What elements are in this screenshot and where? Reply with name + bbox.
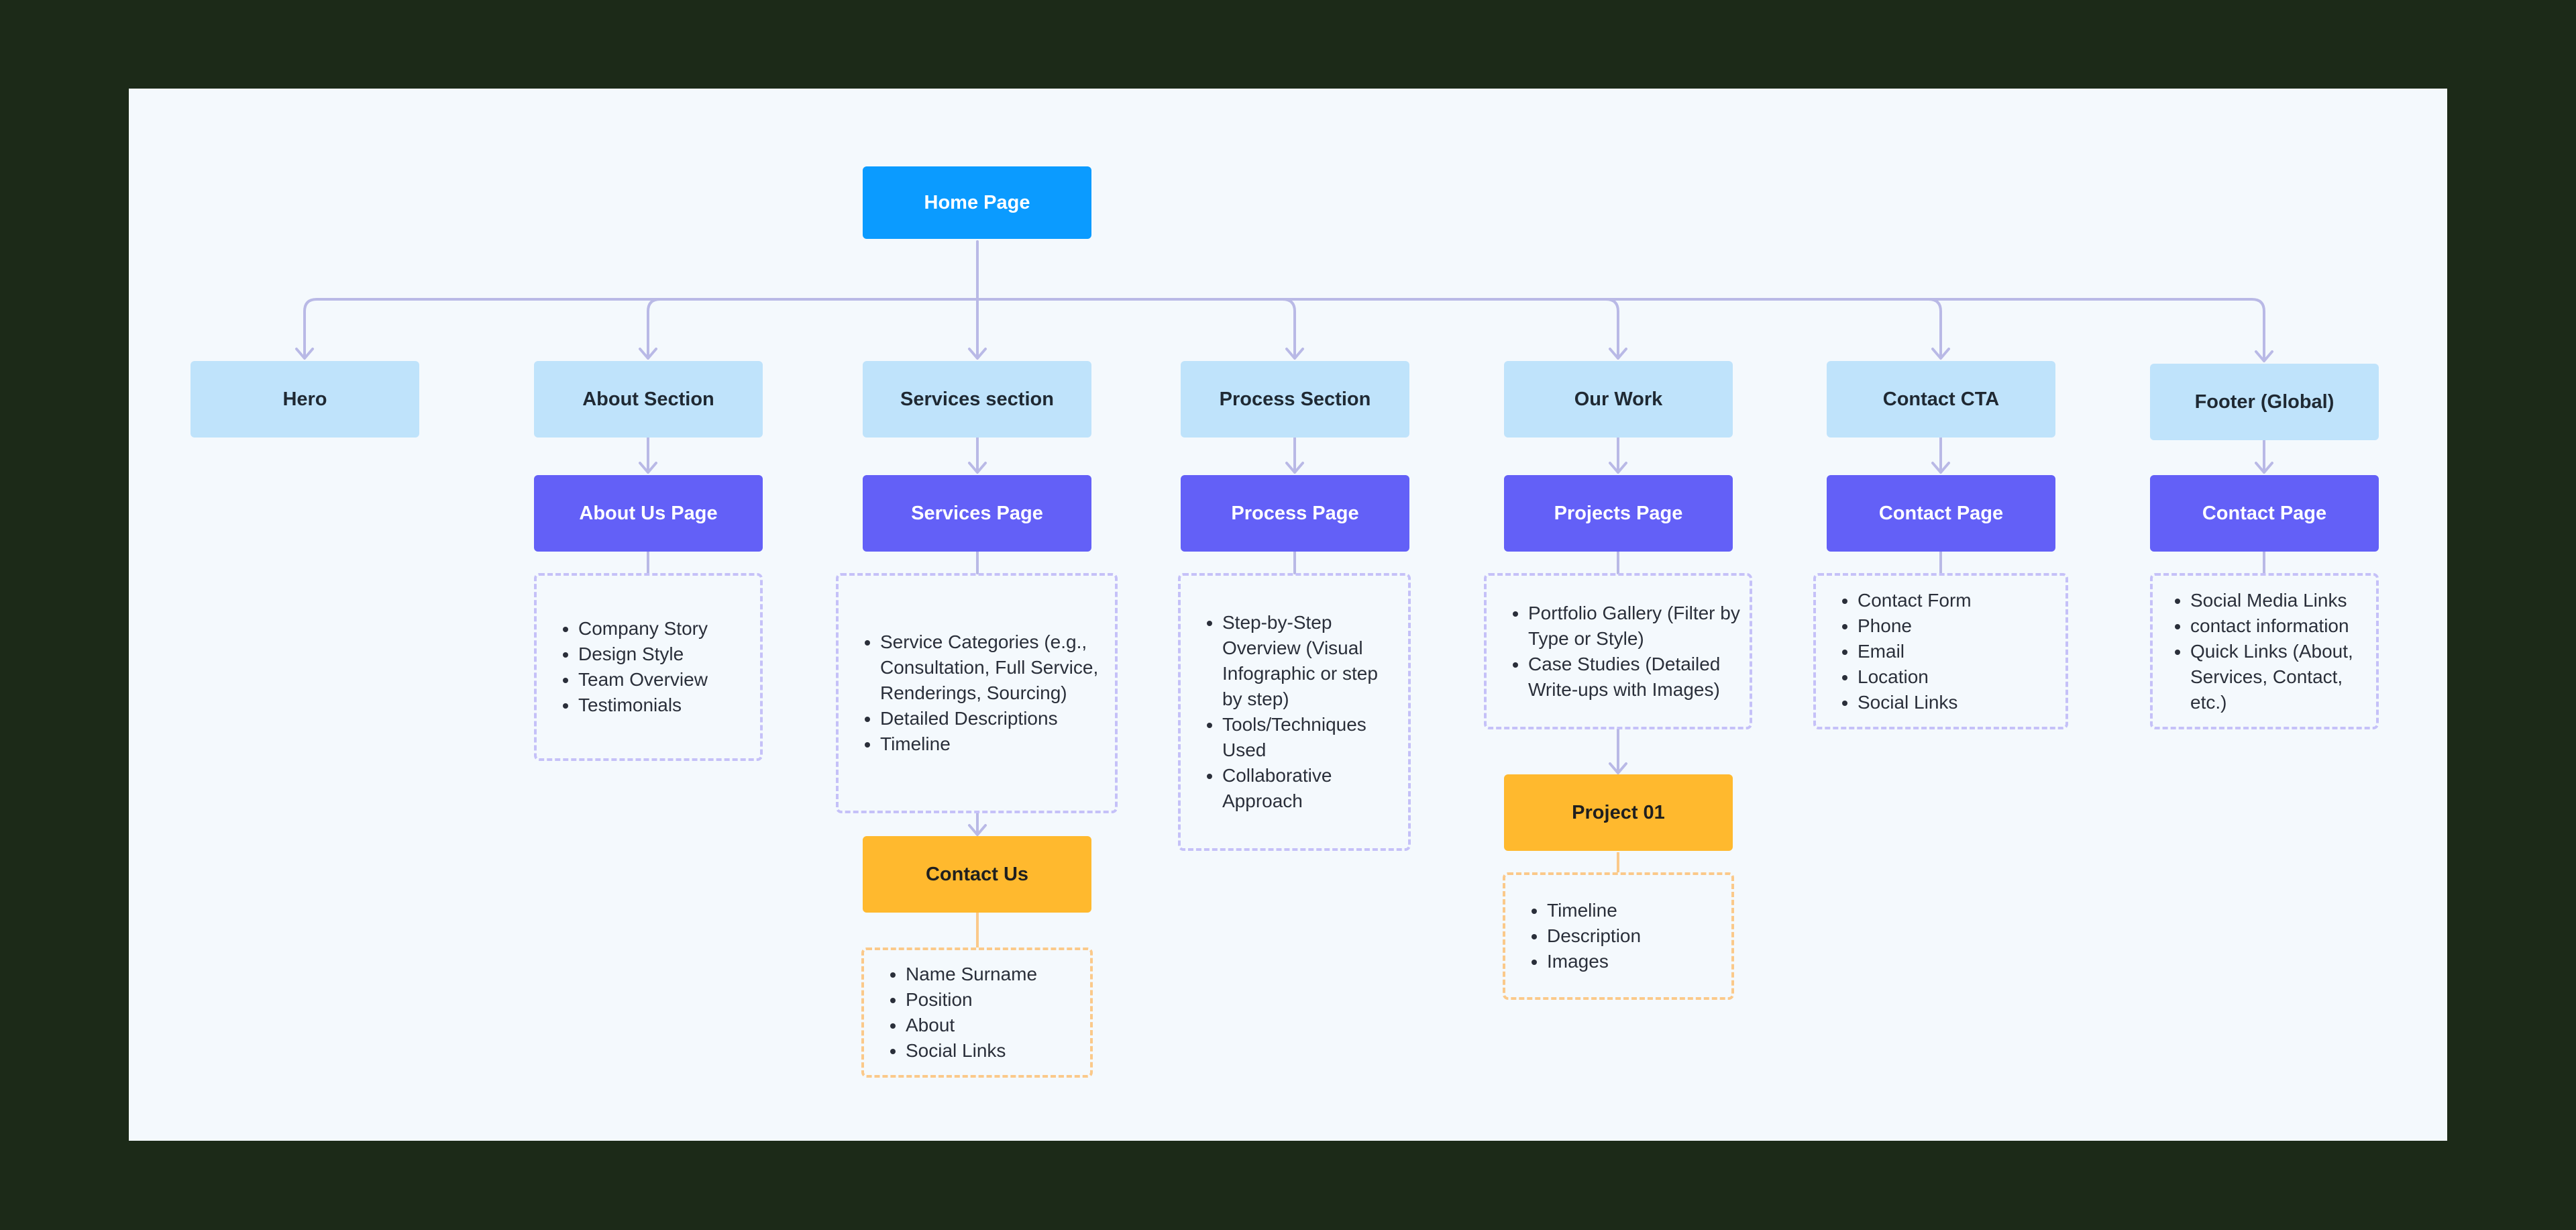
list-item: contact information	[2190, 613, 2371, 639]
services-page-content-list: Service Categories (e.g., Consultation, …	[836, 573, 1118, 813]
projects-page-label: Projects Page	[1554, 502, 1683, 524]
sitemap-canvas: Home Page Hero About Section Services se…	[129, 89, 2447, 1141]
list-item: Description	[1547, 923, 1641, 949]
list-item: Portfolio Gallery (Filter by Type or Sty…	[1528, 601, 1741, 652]
contact-us-content-list: Name Surname Position About Social Links	[861, 947, 1093, 1078]
about-section-node[interactable]: About Section	[534, 361, 763, 438]
list-item: Team Overview	[578, 667, 708, 693]
connector-to-about	[647, 298, 979, 358]
projects-page-content-list: Portfolio Gallery (Filter by Type or Sty…	[1484, 573, 1752, 729]
list-item: Contact Form	[1858, 588, 1972, 613]
about-us-page-label: About Us Page	[579, 502, 718, 524]
list-item: Design Style	[578, 642, 708, 667]
contact-us-node[interactable]: Contact Us	[863, 836, 1091, 913]
list-item: Case Studies (Detailed Write-ups with Im…	[1528, 652, 1741, 703]
list-item: Testimonials	[578, 693, 708, 718]
process-section-node[interactable]: Process Section	[1181, 361, 1409, 438]
project-01-node[interactable]: Project 01	[1504, 774, 1733, 851]
process-page-content-list: Step-by-Step Overview (Visual Infographi…	[1178, 573, 1411, 851]
connector-to-hero	[303, 298, 979, 358]
list-item: Phone	[1858, 613, 1972, 639]
list-item: Email	[1858, 639, 1972, 664]
home-page-node[interactable]: Home Page	[863, 166, 1091, 239]
hero-section-label: Hero	[282, 388, 327, 410]
projects-page-node[interactable]: Projects Page	[1504, 475, 1733, 552]
footer-contact-page-node[interactable]: Contact Page	[2150, 475, 2379, 552]
list-item: Tools/Techniques Used	[1222, 712, 1400, 763]
about-section-label: About Section	[582, 388, 714, 410]
list-item: Step-by-Step Overview (Visual Infographi…	[1222, 610, 1400, 712]
contact-cta-section-node[interactable]: Contact CTA	[1827, 361, 2055, 438]
connector-to-footer	[976, 298, 2265, 361]
about-page-content-list: Company Story Design Style Team Overview…	[534, 573, 763, 761]
list-item: Detailed Descriptions	[880, 706, 1107, 731]
services-page-label: Services Page	[911, 502, 1043, 524]
list-item: Location	[1858, 664, 1972, 690]
project-01-content-list: Timeline Description Images	[1503, 872, 1734, 1000]
list-item: Position	[906, 987, 1037, 1013]
footer-section-label: Footer (Global)	[2194, 391, 2334, 413]
services-page-node[interactable]: Services Page	[863, 475, 1091, 552]
list-item: Social Links	[1858, 690, 1972, 715]
process-page-label: Process Page	[1231, 502, 1359, 524]
contact-cta-section-label: Contact CTA	[1882, 388, 2000, 410]
process-section-label: Process Section	[1219, 388, 1371, 410]
list-item: Timeline	[1547, 898, 1641, 923]
list-item: Name Surname	[906, 962, 1037, 987]
list-item: Quick Links (About, Services, Contact, e…	[2190, 639, 2371, 715]
footer-section-node[interactable]: Footer (Global)	[2150, 364, 2379, 440]
home-page-label: Home Page	[924, 191, 1030, 213]
our-work-section-node[interactable]: Our Work	[1504, 361, 1733, 438]
list-item: Service Categories (e.g., Consultation, …	[880, 629, 1107, 706]
connector-lines	[295, 240, 2273, 947]
list-item: Collaborative Approach	[1222, 763, 1400, 814]
list-item: Social Media Links	[2190, 588, 2371, 613]
connector-to-process	[976, 298, 1296, 358]
process-page-node[interactable]: Process Page	[1181, 475, 1409, 552]
contact-page-content-list: Contact Form Phone Email Location Social…	[1813, 573, 2068, 729]
contact-page-node[interactable]: Contact Page	[1827, 475, 2055, 552]
contact-us-label: Contact Us	[925, 863, 1029, 885]
footer-page-content-list: Social Media Links contact information Q…	[2150, 573, 2379, 729]
contact-page-label: Contact Page	[1878, 502, 2004, 524]
our-work-section-label: Our Work	[1574, 388, 1663, 410]
connector-to-contactcta	[976, 298, 1942, 358]
list-item: Images	[1547, 949, 1641, 974]
footer-contact-page-label: Contact Page	[2202, 502, 2327, 524]
services-section-node[interactable]: Services section	[863, 361, 1091, 438]
connector-to-ourwork	[976, 298, 1619, 358]
list-item: About	[906, 1013, 1037, 1038]
list-item: Timeline	[880, 731, 1107, 757]
list-item: Social Links	[906, 1038, 1037, 1064]
project-01-label: Project 01	[1572, 801, 1665, 823]
about-us-page-node[interactable]: About Us Page	[534, 475, 763, 552]
list-item: Company Story	[578, 616, 708, 642]
services-section-label: Services section	[900, 388, 1054, 410]
hero-section-node[interactable]: Hero	[191, 361, 419, 438]
